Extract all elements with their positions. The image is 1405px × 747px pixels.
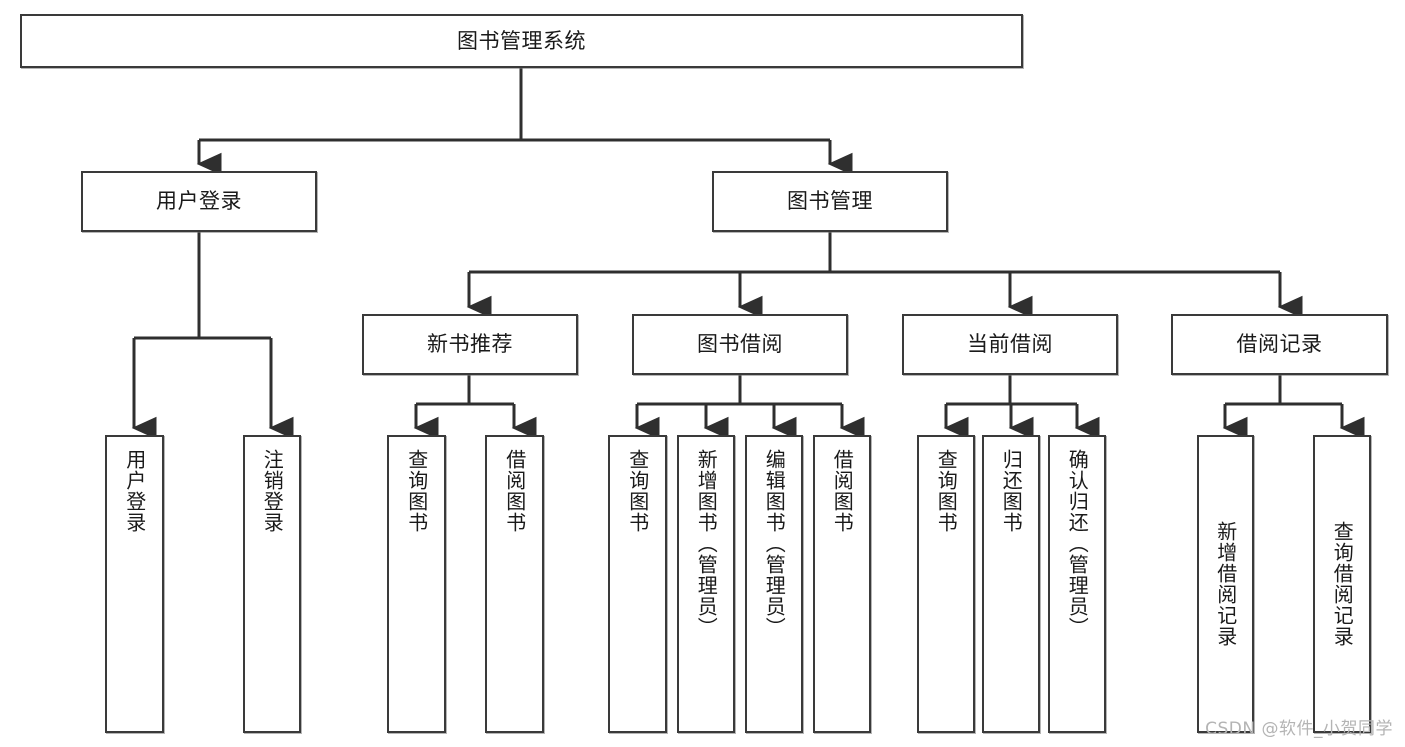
leaf-node[interactable]: 查询借阅记录 [1313, 435, 1371, 733]
leaf-node[interactable]: 用户登录 [105, 435, 164, 733]
node-root-system[interactable]: 图书管理系统 [20, 14, 1023, 68]
leaf-node[interactable]: 确认归还（管理员） [1048, 435, 1106, 733]
leaf-node[interactable]: 借阅图书 [485, 435, 544, 733]
node-label: 图书管理系统 [457, 28, 586, 53]
node-borrow-record[interactable]: 借阅记录 [1171, 314, 1388, 375]
leaf-node[interactable]: 编辑图书（管理员） [745, 435, 803, 733]
node-new-book-recommend[interactable]: 新书推荐 [362, 314, 578, 375]
node-book-management[interactable]: 图书管理 [712, 171, 948, 232]
node-label: 新书推荐 [427, 332, 513, 357]
node-label: 借阅图书 [502, 449, 527, 533]
node-label: 图书借阅 [697, 332, 783, 357]
node-label: 编辑图书（管理员） [762, 449, 787, 638]
node-book-borrow[interactable]: 图书借阅 [632, 314, 848, 375]
node-label: 图书管理 [787, 189, 873, 214]
node-label: 新增借阅记录 [1213, 521, 1238, 647]
leaf-node[interactable]: 注销登录 [243, 435, 301, 733]
node-label: 归还图书 [999, 449, 1024, 533]
node-label: 新增图书（管理员） [694, 449, 719, 638]
node-current-borrow[interactable]: 当前借阅 [902, 314, 1118, 375]
leaf-node[interactable]: 新增借阅记录 [1197, 435, 1254, 733]
leaf-node[interactable]: 查询图书 [917, 435, 975, 733]
node-label: 借阅图书 [830, 449, 855, 533]
node-label: 确认归还（管理员） [1065, 449, 1090, 638]
node-label: 用户登录 [122, 449, 147, 533]
node-user-login[interactable]: 用户登录 [81, 171, 317, 232]
watermark-text: CSDN @软件_小贺同学 [1205, 719, 1393, 739]
node-label: 查询借阅记录 [1330, 521, 1355, 647]
node-label: 注销登录 [260, 449, 285, 533]
leaf-node[interactable]: 新增图书（管理员） [677, 435, 735, 733]
node-label: 查询图书 [404, 449, 429, 533]
node-label: 用户登录 [156, 189, 242, 214]
node-label: 查询图书 [934, 449, 959, 533]
node-label: 借阅记录 [1236, 332, 1323, 357]
leaf-node[interactable]: 借阅图书 [813, 435, 871, 733]
leaf-node[interactable]: 查询图书 [608, 435, 667, 733]
leaf-node[interactable]: 查询图书 [387, 435, 446, 733]
node-label: 查询图书 [625, 449, 650, 533]
leaf-node[interactable]: 归还图书 [982, 435, 1040, 733]
node-label: 当前借阅 [967, 332, 1053, 357]
